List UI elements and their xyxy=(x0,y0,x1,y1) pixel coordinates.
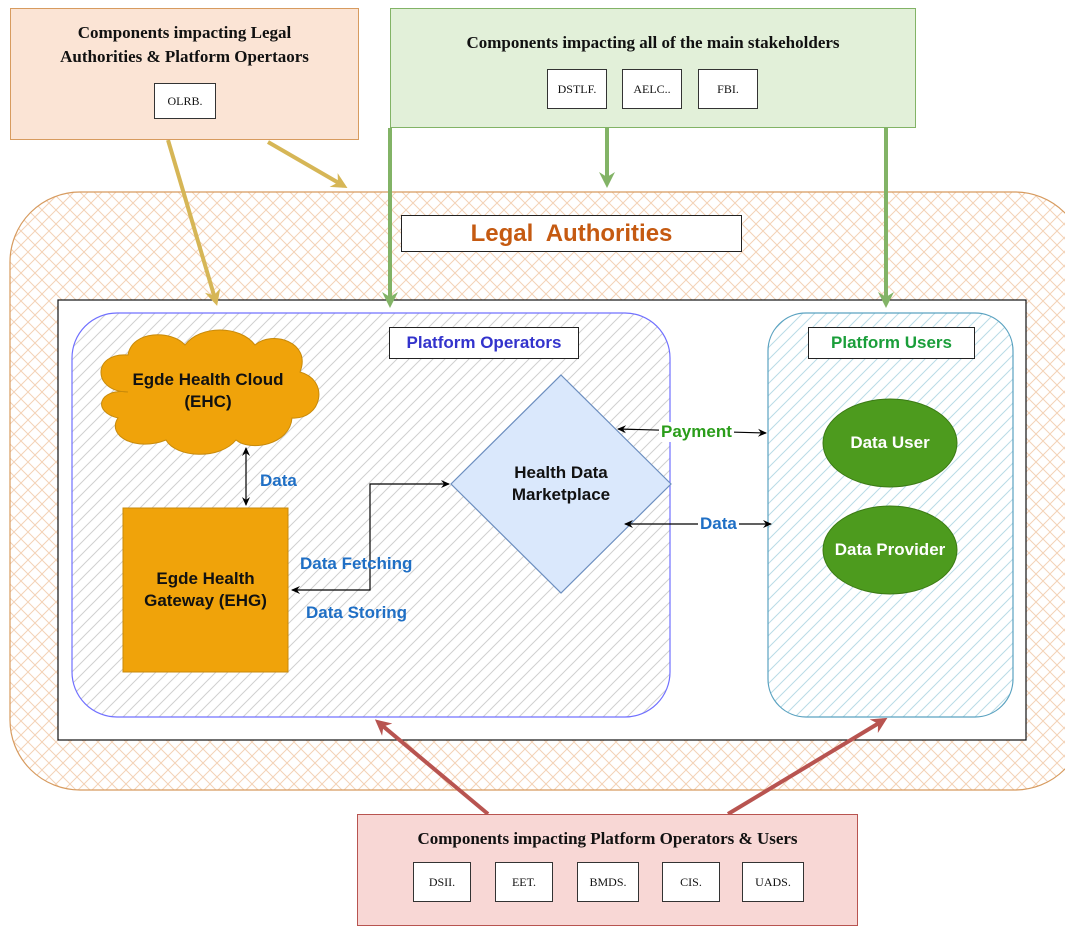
health-data-marketplace-line1: Health Data xyxy=(514,463,608,482)
component-tag-cis: CIS. xyxy=(662,862,720,902)
edge-health-gateway-line1: Egde Health xyxy=(156,569,255,588)
legal-operators-components-box: Components impacting Legal Authorities &… xyxy=(10,8,359,140)
gold-arrow-to-operators xyxy=(166,139,221,306)
component-tag-dstlf: DSTLF. xyxy=(547,69,607,109)
all-stakeholders-components-title: Components impacting all of the main sta… xyxy=(466,33,840,52)
health-data-marketplace-shape xyxy=(450,374,672,594)
data-provider-text: Data Provider xyxy=(834,540,946,559)
all-stakeholders-components-box: Components impacting all of the main sta… xyxy=(390,8,916,128)
component-tag-bmds: BMDS. xyxy=(577,862,639,902)
edge-health-cloud-shape xyxy=(100,329,320,455)
red-arrow-to-users xyxy=(726,717,888,816)
data-user-shape xyxy=(822,398,958,488)
edge-label-data-vertical: Data xyxy=(260,471,297,490)
legal-authorities-label: Legal Authorities xyxy=(401,215,742,252)
component-tag-dsii: DSII. xyxy=(413,862,471,902)
platform-operators-label: Platform Operators xyxy=(389,327,579,359)
edge-health-cloud-text: Egde Health Cloud (EHC) xyxy=(108,366,308,416)
red-arrow-to-operators xyxy=(374,719,490,816)
platform-users-label: Platform Users xyxy=(808,327,975,359)
edge-health-gateway-shape xyxy=(122,507,289,673)
gold-arrow-to-legal xyxy=(266,140,348,189)
edge-health-gateway-text: Egde Health Gateway (EHG) xyxy=(123,565,288,615)
edge-health-cloud-line2: (EHC) xyxy=(184,392,232,411)
health-data-marketplace-line2: Marketplace xyxy=(511,485,611,504)
legal-operators-components-title-line2: Authorities & Platform Opertaors xyxy=(60,47,309,66)
component-tag-uads: UADS. xyxy=(742,862,804,902)
component-tag-aelc: AELC.. xyxy=(622,69,682,109)
data-user-text: Data User xyxy=(850,433,930,452)
edge-label-data-storing: Data Storing xyxy=(306,603,408,622)
gateway-marketplace-arrow xyxy=(291,480,450,594)
edge-label-payment: Payment xyxy=(659,422,734,442)
edge-label-data-fetching: Data Fetching xyxy=(300,554,413,573)
data-provider-shape xyxy=(822,505,958,595)
health-data-marketplace-text: Health Data Marketplace xyxy=(486,460,636,508)
operators-users-components-box: Components impacting Platform Operators … xyxy=(357,814,858,926)
legal-operators-components-title-line1: Components impacting Legal xyxy=(77,23,292,42)
edge-label-data-horizontal: Data xyxy=(698,514,739,534)
component-tag-fbi: FBI. xyxy=(698,69,758,109)
edge-health-cloud-line1: Egde Health Cloud xyxy=(132,370,284,389)
component-tag-olrb: OLRB. xyxy=(154,83,216,119)
edge-health-gateway-line2: Gateway (EHG) xyxy=(144,591,267,610)
operators-users-components-title: Components impacting Platform Operators … xyxy=(417,829,798,848)
component-tag-eet: EET. xyxy=(495,862,553,902)
